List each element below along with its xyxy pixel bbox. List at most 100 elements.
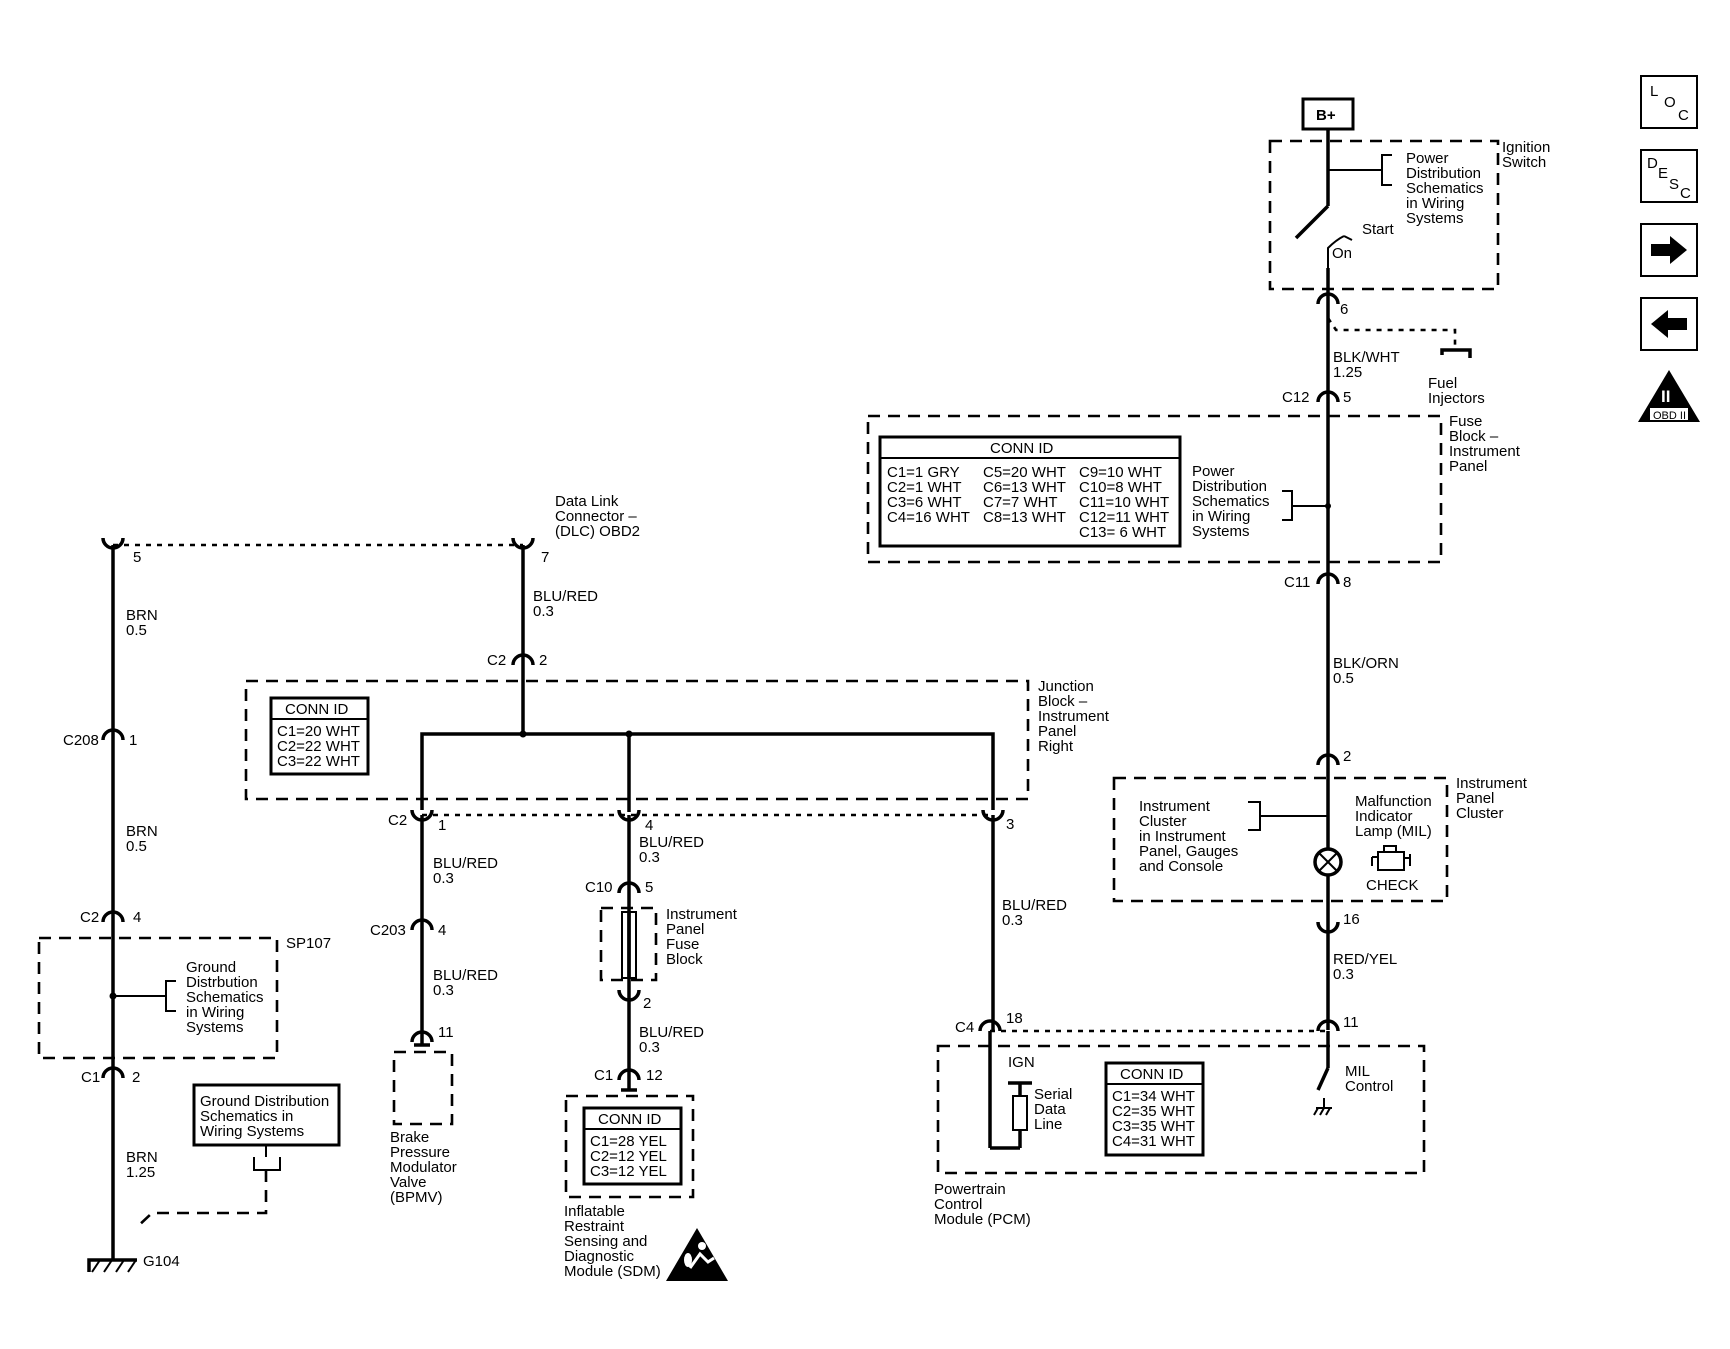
pin-label: 6	[1340, 301, 1348, 318]
desc-letter: C	[1680, 185, 1691, 202]
obd2-label: OBD II	[1653, 410, 1686, 422]
ground-icon	[1313, 1107, 1332, 1116]
fuse-conn-id-table	[878, 435, 1182, 548]
airbag-warning-icon	[666, 1228, 728, 1281]
sdm-conn-id-table	[582, 1106, 683, 1186]
pin-label: 12	[646, 1067, 663, 1084]
pin-label: 2	[1343, 748, 1351, 765]
pin-label: 1	[438, 817, 446, 834]
pcm-label: Powertrain Control Module (PCM)	[934, 1181, 1031, 1228]
cluster-text: Instrument Cluster in Instrument Panel, …	[1139, 798, 1242, 875]
prev-arrow-button[interactable]	[1640, 297, 1698, 351]
pin-label: 11	[1343, 1014, 1359, 1031]
desc-letter: D	[1647, 155, 1658, 172]
connector-label: C208	[63, 732, 99, 749]
ignition-switch-box	[1268, 139, 1500, 291]
connector-label: C2	[80, 909, 99, 926]
serial-data-label: Serial Data Line	[1034, 1086, 1077, 1133]
pin-label: 2	[539, 652, 547, 669]
connector-label: C11	[1284, 574, 1310, 591]
loc-letter: O	[1664, 94, 1676, 111]
connector-label: C2	[487, 652, 506, 669]
pcm-box	[936, 1044, 1426, 1175]
pin-label: 3	[1006, 816, 1014, 833]
fuse-power-dist-text: Power Distribution Schematics in Wiring …	[1192, 463, 1274, 540]
dlc-label: Data Link Connector – (DLC) OBD2	[555, 493, 641, 540]
engine-icon	[1371, 845, 1411, 871]
bpmv-box	[392, 1050, 454, 1126]
pin-label: 8	[1343, 574, 1351, 591]
fuse-conn-col1: C1=1 GRY C2=1 WHT C3=6 WHT C4=16 WHT	[887, 464, 970, 526]
obd2-numeral: II	[1661, 387, 1670, 406]
resistor-icon	[1012, 1095, 1028, 1131]
pin-label: 5	[133, 549, 141, 566]
conn-id-title: CONN ID	[598, 1111, 662, 1128]
fuse-block-label: Fuse Block – Instrument Panel	[1449, 413, 1524, 475]
sdm-conn-list: C1=28 YEL C2=12 YEL C3=12 YEL	[590, 1133, 670, 1180]
pin-label: 4	[133, 909, 141, 926]
battery-label: B+	[1316, 107, 1336, 124]
bpmv-label: Brake Pressure Modulator Valve (BPMV)	[390, 1129, 461, 1206]
pin-label: 7	[541, 549, 549, 566]
pin-label: 5	[645, 879, 653, 896]
junction-block-box	[244, 679, 1030, 801]
start-label: Start	[1362, 221, 1395, 238]
ignition-switch-contact	[1294, 204, 1330, 240]
pin-label: 11	[438, 1024, 454, 1041]
ground-icon	[87, 1258, 137, 1273]
pcm-conn-id-table	[1104, 1061, 1205, 1157]
sdm-box	[564, 1094, 695, 1199]
ign-label: IGN	[1008, 1054, 1035, 1071]
sp107-label: SP107	[286, 935, 331, 952]
conn-id-title: CONN ID	[285, 701, 349, 718]
connector-label: C1	[81, 1069, 100, 1086]
connector-label: C12	[1282, 389, 1310, 406]
next-arrow-button[interactable]	[1640, 223, 1698, 277]
fuse-conn-col3: C9=10 WHT C10=8 WHT C11=10 WHT C12=11 WH…	[1079, 464, 1173, 541]
ipc-box	[1112, 776, 1449, 903]
fuse-conn-col2: C5=20 WHT C6=13 WHT C7=7 WHT C8=13 WHT	[983, 464, 1070, 526]
connector-label: C4	[955, 1019, 974, 1036]
connector-label: C1	[594, 1067, 613, 1084]
loc-letter: L	[1650, 83, 1658, 100]
pin-label: 5	[1343, 389, 1351, 406]
fuse-block-box	[866, 414, 1443, 564]
arrow-right-icon	[1651, 236, 1687, 264]
ground-dist-box	[192, 1083, 341, 1147]
pin-label: 2	[643, 995, 651, 1012]
desc-letter: S	[1669, 176, 1679, 193]
junction-conn-list: C1=20 WHT C2=22 WHT C3=22 WHT	[277, 723, 364, 770]
check-label: CHECK	[1366, 877, 1419, 894]
ignition-power-dist-text: Power Distribution Schematics in Wiring …	[1406, 150, 1488, 227]
ground-dist-text: Ground Distrbution Schematics in Wiring …	[186, 959, 268, 1036]
pin-label: 18	[1006, 1010, 1023, 1027]
conn-id-title: CONN ID	[1120, 1066, 1184, 1083]
loc-button[interactable]: L O C	[1640, 75, 1698, 129]
obd2-button[interactable]: II OBD II	[1638, 370, 1700, 422]
loc-letter: C	[1678, 107, 1689, 124]
pin-label: 4	[645, 817, 653, 834]
g104-label: G104	[143, 1253, 180, 1270]
pin-label: 16	[1343, 911, 1360, 928]
pcm-conn-list: C1=34 WHT C2=35 WHT C3=35 WHT C4=31 WHT	[1112, 1088, 1199, 1150]
desc-button[interactable]: D E S C	[1640, 149, 1698, 203]
ip-fuse-block-box	[599, 906, 658, 982]
connector-label: C2	[388, 812, 407, 829]
on-label: On	[1332, 245, 1352, 262]
